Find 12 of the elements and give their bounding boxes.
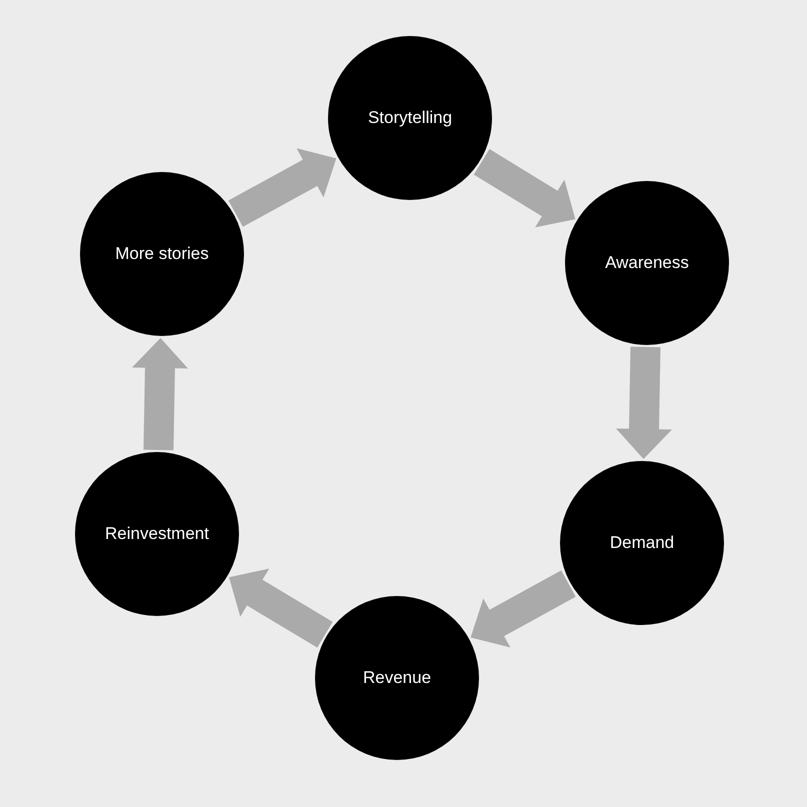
block-arrow — [228, 148, 336, 227]
step-label: More stories — [115, 243, 209, 266]
block-arrow — [474, 149, 576, 228]
block-arrow — [470, 570, 576, 648]
step-label: Reinvestment — [105, 523, 209, 546]
step-label: Storytelling — [368, 107, 452, 130]
step-label: Revenue — [362, 667, 432, 690]
step-label: Demand — [610, 532, 674, 554]
block-arrow — [616, 346, 672, 459]
step-label: Awareness — [605, 252, 689, 274]
block-arrow — [132, 338, 188, 450]
block-arrow — [229, 568, 333, 648]
